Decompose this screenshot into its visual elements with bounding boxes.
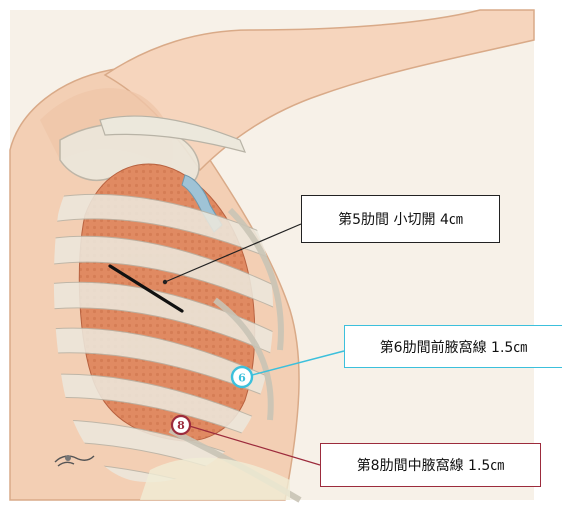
port6-marker: 6 — [232, 367, 252, 387]
incision-label: 第5肋間 小切開 4㎝ — [338, 209, 463, 229]
incision-leader-dot — [163, 280, 167, 284]
port6-label: 第6肋間前腋窩線 1.5㎝ — [380, 337, 528, 357]
port6-callout: 第6肋間前腋窩線 1.5㎝ — [344, 325, 562, 368]
port8-callout: 第8肋間中腋窩線 1.5㎝ — [320, 443, 541, 487]
port8-badge-label: 8 — [177, 419, 185, 432]
incision-callout: 第5肋間 小切開 4㎝ — [301, 195, 500, 243]
port8-marker: 8 — [172, 416, 190, 434]
port6-badge-label: 6 — [238, 372, 246, 385]
port8-label: 第8肋間中腋窩線 1.5㎝ — [357, 455, 505, 475]
